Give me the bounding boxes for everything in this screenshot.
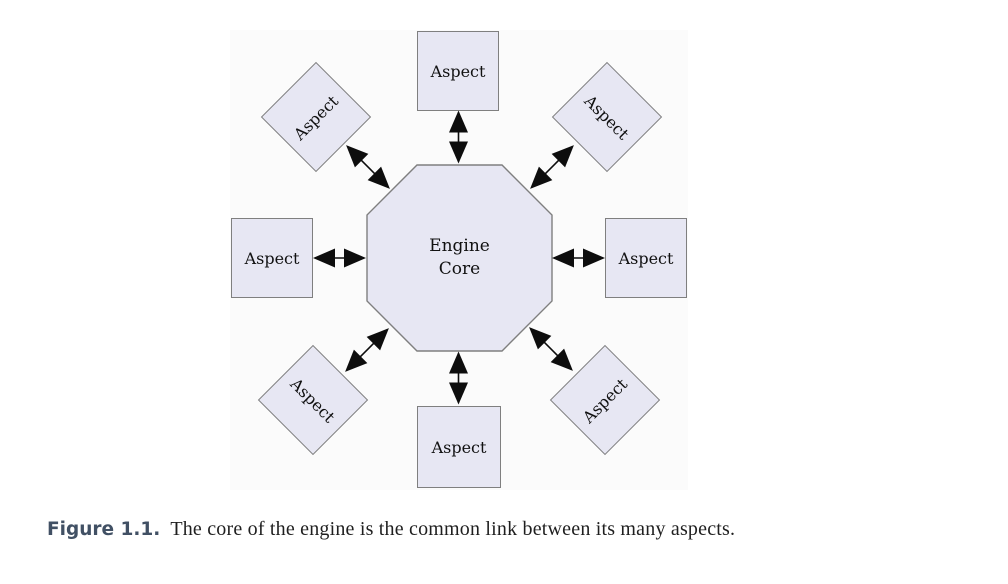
double-arrow-icon-bottom	[447, 351, 471, 405]
engine-core-octagon	[366, 164, 553, 352]
double-arrow-icon-right	[552, 246, 605, 270]
aspect-label-bottom: Aspect	[431, 437, 487, 457]
aspect-label-top-right: Aspect	[580, 90, 634, 144]
figure-caption: Figure 1.1. The core of the engine is the…	[47, 518, 967, 541]
double-arrow-icon-bottom-right	[521, 319, 582, 380]
aspect-label-top-left: Aspect	[289, 90, 343, 144]
figure-caption-number: Figure 1.1.	[47, 519, 161, 540]
double-arrow-icon-top	[447, 110, 471, 164]
aspect-label-left: Aspect	[244, 248, 300, 268]
aspect-node-left: Aspect	[231, 218, 313, 298]
double-arrow-icon-bottom-left	[337, 320, 398, 381]
figure-caption-text: The core of the engine is the common lin…	[170, 518, 736, 540]
aspect-node-bottom: Aspect	[417, 406, 501, 488]
aspect-label-right: Aspect	[618, 248, 674, 268]
aspect-label-bottom-right: Aspect	[578, 373, 632, 427]
aspect-label-top: Aspect	[430, 61, 486, 81]
double-arrow-icon-left	[313, 246, 366, 270]
aspect-node-top: Aspect	[417, 31, 499, 111]
double-arrow-icon-top-left	[338, 137, 399, 198]
double-arrow-icon-top-right	[522, 137, 583, 198]
aspect-node-right: Aspect	[605, 218, 687, 298]
aspect-label-bottom-left: Aspect	[286, 373, 340, 427]
